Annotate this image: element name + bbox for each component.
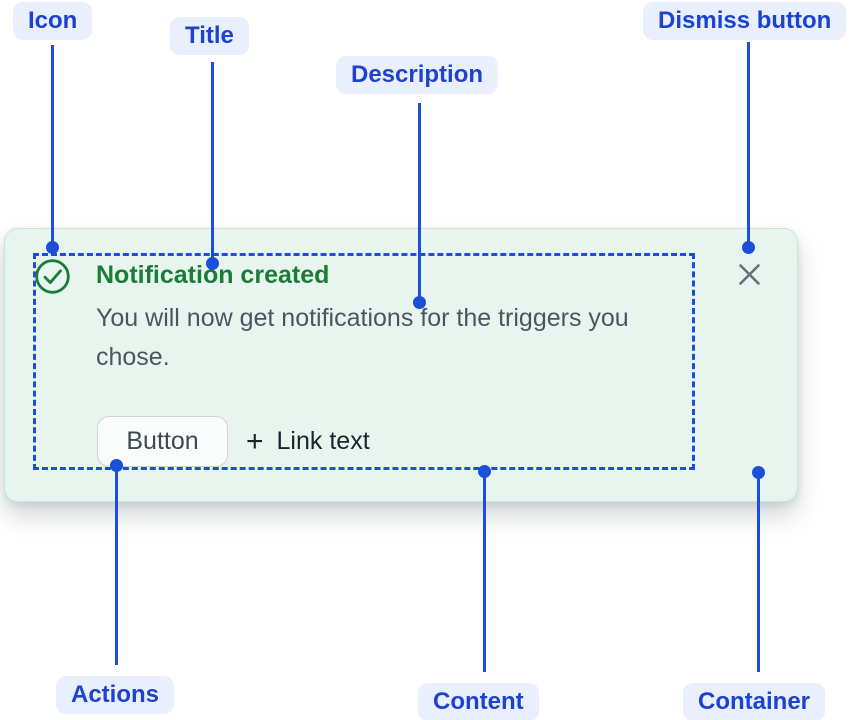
action-button[interactable]: Button (97, 416, 228, 467)
content-connector-dot (477, 464, 491, 478)
icon-connector-dot (45, 240, 59, 254)
notification-description: You will now get notifications for the t… (96, 304, 629, 371)
dismiss-connector-line (746, 42, 750, 247)
label-content: Content (418, 683, 539, 720)
dismiss-connector-dot (741, 240, 755, 254)
plus-icon: + (246, 424, 264, 458)
close-icon (738, 263, 761, 289)
container-connector-dot (751, 465, 765, 479)
description-connector-line (417, 103, 421, 302)
label-dismiss-button: Dismiss button (643, 2, 847, 40)
link-action-label: Link text (276, 427, 370, 455)
label-actions: Actions (56, 676, 175, 714)
action-button-label: Button (126, 427, 199, 455)
label-icon: Icon (13, 2, 93, 40)
description-connector-dot (412, 295, 426, 309)
title-connector-line (210, 62, 214, 263)
content-connector-line (482, 471, 486, 672)
link-action[interactable]: + Link text (246, 416, 370, 467)
success-check-icon (34, 258, 71, 295)
label-title: Title (170, 17, 249, 55)
actions-connector-line (114, 465, 118, 665)
title-connector-dot (205, 256, 219, 270)
label-description: Description (336, 56, 499, 94)
label-container: Container (683, 683, 826, 720)
container-connector-line (756, 472, 760, 672)
content-region-outline (33, 253, 695, 470)
icon-connector-line (50, 45, 54, 247)
dismiss-button[interactable] (731, 258, 767, 294)
actions-connector-dot (109, 458, 123, 472)
